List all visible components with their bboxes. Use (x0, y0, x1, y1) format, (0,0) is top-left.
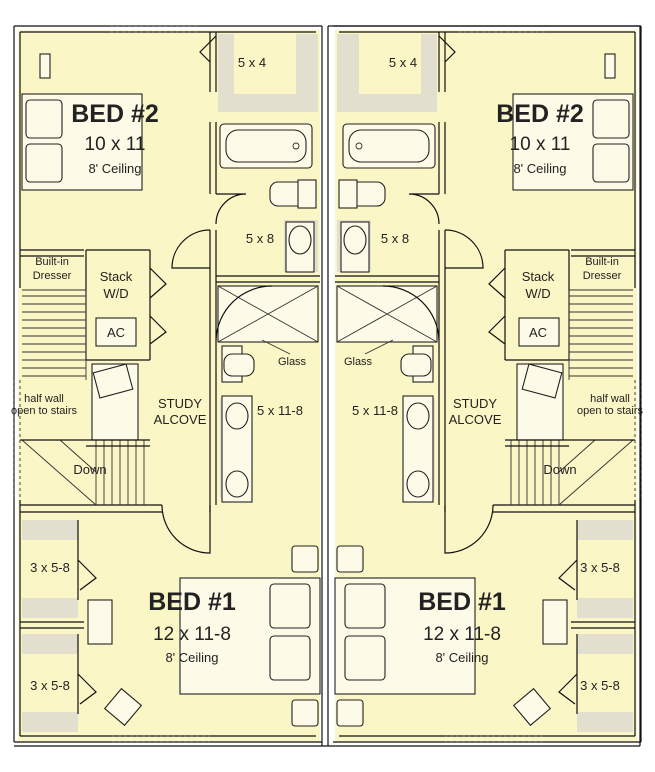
glass-label: Glass (278, 356, 307, 368)
dresser-label: Built-in (585, 256, 619, 268)
unit-right: BED #2 10 x 11 8' Ceiling 5 x 4 5 x 8 5 … (333, 25, 644, 743)
half-wall-label-2: open to stairs (577, 405, 644, 417)
bed1-label: BED #1 (148, 588, 236, 616)
bed1-size: 12 x 11-8 (153, 624, 231, 645)
down-label: Down (73, 462, 106, 477)
sink (288, 225, 312, 255)
bed1-ceiling: 8' Ceiling (435, 650, 488, 665)
bed2-size: 10 x 11 (510, 134, 571, 155)
nightstand (39, 53, 51, 79)
bed1-label: BED #1 (418, 588, 506, 616)
closet-a-size: 3 x 5-8 (30, 560, 70, 575)
closet-top-size: 5 x 4 (389, 55, 417, 70)
stack-label: Stack (100, 269, 133, 284)
bath-upper-size: 5 x 8 (381, 231, 409, 246)
ac-label: AC (529, 325, 547, 340)
study-label: STUDY (453, 396, 497, 411)
bed2-label: BED #2 (496, 100, 584, 128)
bed2-label: BED #2 (71, 100, 159, 128)
chair (92, 363, 134, 399)
bed2-ceiling: 8' Ceiling (88, 161, 141, 176)
closet-b (22, 634, 78, 654)
half-wall-label: half wall (590, 393, 630, 405)
dresser-label: Built-in (35, 256, 69, 268)
stack-label-2: W/D (525, 286, 550, 301)
bath-upper-size: 5 x 8 (246, 231, 274, 246)
glass-label: Glass (344, 356, 373, 368)
chair (103, 687, 143, 727)
desk (87, 599, 113, 645)
bed1-ceiling: 8' Ceiling (165, 650, 218, 665)
party-wall (321, 26, 329, 746)
study-label: STUDY (158, 396, 202, 411)
dresser-label-2: Dresser (583, 270, 622, 282)
stack-label: Stack (522, 269, 555, 284)
closet-b-size: 3 x 5-8 (30, 678, 70, 693)
bed2-ceiling: 8' Ceiling (513, 161, 566, 176)
half-wall-label-2: open to stairs (11, 405, 78, 417)
half-wall-label: half wall (24, 393, 64, 405)
stack-label-2: W/D (103, 286, 128, 301)
ac-unit (95, 317, 137, 347)
closet-a (22, 520, 78, 540)
closet-b-size: 3 x 5-8 (580, 678, 620, 693)
bath-lower-size: 5 x 11-8 (257, 403, 303, 418)
study-label-2: ALCOVE (449, 412, 502, 427)
down-label: Down (543, 462, 576, 477)
stairs (21, 289, 145, 506)
ac-label: AC (107, 325, 125, 340)
bath-lower-size: 5 x 11-8 (352, 403, 398, 418)
unit-left: BED #2 10 x 11 8' Ceiling 5 x 4 5 x 8 5 … (11, 25, 322, 743)
study-label-2: ALCOVE (154, 412, 207, 427)
bed2-size: 10 x 11 (85, 134, 146, 155)
closet-a-size: 3 x 5-8 (580, 560, 620, 575)
bed1-size: 12 x 11-8 (423, 624, 501, 645)
closet-top-size: 5 x 4 (238, 55, 266, 70)
dresser-label-2: Dresser (33, 270, 72, 282)
